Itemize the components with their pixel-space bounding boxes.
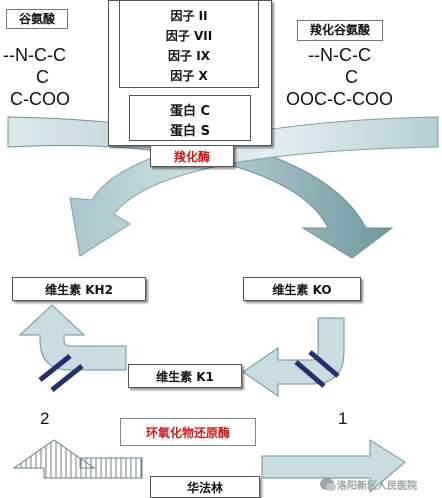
watermark-text: 洛阳新区人民医院 <box>337 480 417 492</box>
vitamin-kh2-label: 维生素 KH2 <box>45 282 113 297</box>
factors-inner-box: 因子 II 因子 VII 因子 IX 因子 X <box>119 0 259 88</box>
carboxyglutamate-formula-line-1: --N-C-C <box>308 45 371 65</box>
carboxyglutamate-formula-line-3: OOC-C-COO <box>286 89 393 109</box>
glutamate-formula-line-2: C <box>36 67 49 87</box>
bottom-right-arrow <box>261 439 406 494</box>
vitamin-ko-box: 维生素 KO <box>243 277 361 301</box>
reduction-arrow-to-k1 <box>242 317 345 397</box>
factor-ix: 因子 IX <box>168 49 210 63</box>
factor-x: 因子 X <box>170 69 208 83</box>
clotting-factors-box: 因子 II 因子 VII 因子 IX 因子 X 蛋白 C 蛋白 S <box>108 0 272 146</box>
warfarin-striped-arrow <box>12 439 143 479</box>
carboxyglutamate-formula-line-2: C <box>345 67 358 87</box>
watermark: 洛阳新区人民医院 <box>320 474 417 494</box>
step-number-1: 1 <box>338 409 348 428</box>
wechat-icon <box>320 478 336 491</box>
glutamate-label: 谷氨酸 <box>18 12 55 26</box>
glutamate-formula-line-1: --N-C-C <box>3 45 66 65</box>
carboxyglutamate-label-box: 羧化谷氨酸 <box>297 20 383 41</box>
vitamin-k1-box: 维生素 K1 <box>128 364 242 388</box>
factor-ii: 因子 II <box>170 9 208 23</box>
reduction-arrow-to-kh2 <box>18 304 127 371</box>
epoxide-reductase-label: 环氧化物还原酶 <box>145 425 230 440</box>
vitamin-k1-label: 维生素 K1 <box>156 369 214 384</box>
carboxylase-label: 羧化酶 <box>150 145 234 167</box>
factor-vii: 因子 VII <box>165 29 213 43</box>
vitamin-kh2-box: 维生素 KH2 <box>12 277 146 301</box>
step-number-2: 2 <box>40 409 50 428</box>
inhibition-bar <box>294 360 326 388</box>
protein-s: 蛋白 S <box>170 124 210 139</box>
epoxide-reductase-box: 环氧化物还原酶 <box>120 418 256 446</box>
vitamin-ko-label: 维生素 KO <box>272 282 332 297</box>
warfarin-box: 华法林 <box>150 476 260 498</box>
inhibition-bar <box>308 350 340 378</box>
protein-c: 蛋白 C <box>169 104 211 119</box>
warfarin-label: 华法林 <box>186 480 223 495</box>
glutamate-formula-line-3: C-COO <box>10 89 70 109</box>
glutamate-label-box: 谷氨酸 <box>6 9 68 29</box>
carboxyglutamate-label: 羧化谷氨酸 <box>309 23 370 37</box>
proteins-inner-box: 蛋白 C 蛋白 S <box>129 95 251 141</box>
inhibition-bar <box>50 364 84 392</box>
carboxylase-text: 羧化酶 <box>173 149 210 164</box>
inhibition-bar <box>38 354 72 382</box>
